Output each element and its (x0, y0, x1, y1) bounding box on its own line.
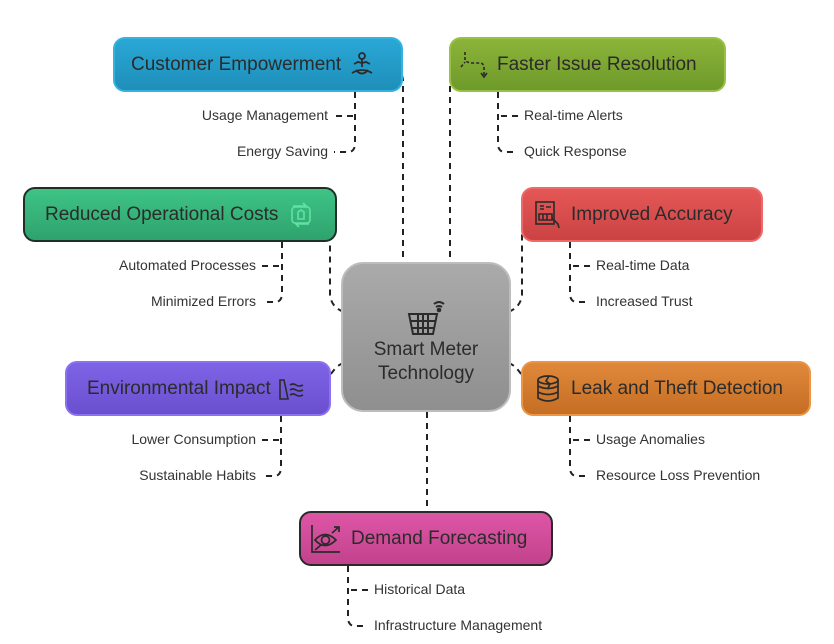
route-arrow-icon (459, 50, 489, 80)
child-increased-trust: Increased Trust (596, 293, 693, 309)
child-real-time-data: Real-time Data (596, 257, 690, 273)
child-minimized-errors: Minimized Errors (150, 293, 256, 309)
child-lower-consumption: Lower Consumption (131, 431, 256, 447)
node-title: Faster Issue Resolution (497, 53, 697, 75)
smart-meter-basket-wifi-icon (401, 296, 451, 338)
node-title: Improved Accuracy (571, 203, 733, 225)
meditation-person-icon (347, 50, 377, 80)
child-resource-loss-prevention: Resource Loss Prevention (596, 467, 761, 483)
eye-chart-icon (309, 524, 343, 554)
child-usage-management: Usage Management (201, 107, 328, 123)
child-historical-data: Historical Data (374, 581, 466, 597)
node-reduced-operational-costs: Reduced Operational Costs (23, 187, 337, 242)
node-environmental-impact: Environmental Impact (65, 361, 331, 416)
recycle-cost-icon (286, 200, 316, 230)
node-leak-and-theft-detection: Leak and Theft Detection (521, 361, 811, 416)
child-energy-saving: Energy Saving (236, 143, 328, 159)
connector-customer (395, 65, 404, 268)
node-improved-accuracy: Improved Accuracy (521, 187, 763, 242)
node-customer-empowerment: Customer Empowerment (113, 37, 403, 92)
child-automated-processes: Automated Processes (119, 257, 256, 273)
child-usage-anomalies: Usage Anomalies (596, 431, 705, 447)
node-title: Customer Empowerment (131, 53, 342, 75)
connector-faster (449, 65, 461, 268)
node-title: Demand Forecasting (351, 527, 528, 549)
node-faster-issue-resolution: Faster Issue Resolution (449, 37, 726, 92)
invoice-hand-icon (533, 200, 563, 230)
node-demand-forecasting: Demand Forecasting (299, 511, 553, 566)
child-real-time-alerts: Real-time Alerts (524, 107, 623, 123)
node-title: Reduced Operational Costs (45, 203, 279, 225)
node-title: Leak and Theft Detection (571, 377, 783, 399)
child-sustainable-habits: Sustainable Habits (139, 467, 256, 483)
dam-water-icon (277, 374, 307, 404)
cracked-database-icon (533, 374, 563, 404)
child-quick-response: Quick Response (524, 143, 627, 159)
child-infrastructure-management: Infrastructure Management (374, 617, 543, 633)
node-title: Environmental Impact (87, 377, 271, 399)
